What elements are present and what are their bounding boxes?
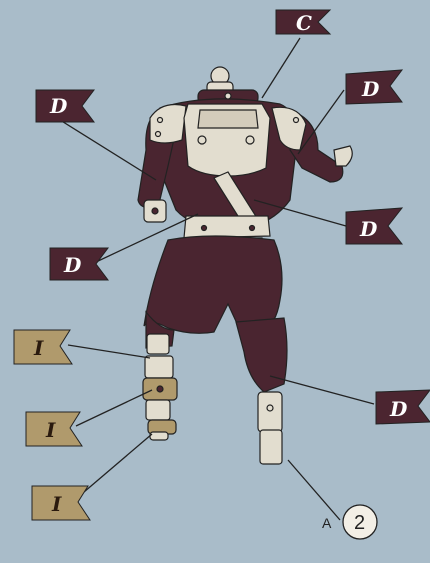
step-prefix: A: [322, 515, 332, 531]
flag-letter: I: [33, 336, 44, 360]
leader-line-i-top: [68, 345, 150, 358]
flag-letter: D: [361, 77, 380, 101]
leader-line-step: [288, 460, 340, 520]
label-flag-i-middle: I: [26, 412, 82, 446]
label-flag-c: C: [276, 10, 330, 35]
leader-line-i-bottom: [84, 434, 152, 492]
flag-letter: I: [51, 492, 62, 516]
flag-letter: D: [49, 94, 68, 118]
label-flag-d-left-arm: D: [36, 90, 94, 122]
flag-letter: D: [389, 397, 408, 421]
label-flag-d-right-shoulder: D: [346, 70, 402, 104]
label-flag-d-right-leg: D: [376, 390, 430, 424]
leader-line-d-left-arm: [60, 120, 156, 180]
step-marker: A 2: [322, 505, 377, 539]
label-flag-d-left-waist: D: [50, 248, 108, 280]
label-flag-i-top: I: [14, 330, 72, 364]
leader-line-c: [262, 38, 300, 98]
flag-letter: C: [296, 11, 312, 35]
label-flag-d-right-side: D: [346, 208, 402, 244]
label-flag-i-bottom: I: [32, 486, 90, 520]
flag-letter: I: [45, 418, 56, 442]
flag-letter: D: [359, 217, 378, 241]
leader-line-d-right-leg: [270, 376, 374, 404]
figure-body: [138, 67, 352, 464]
step-number: 2: [354, 512, 365, 534]
leader-line-i-middle: [76, 390, 152, 426]
flag-letter: D: [63, 253, 82, 277]
